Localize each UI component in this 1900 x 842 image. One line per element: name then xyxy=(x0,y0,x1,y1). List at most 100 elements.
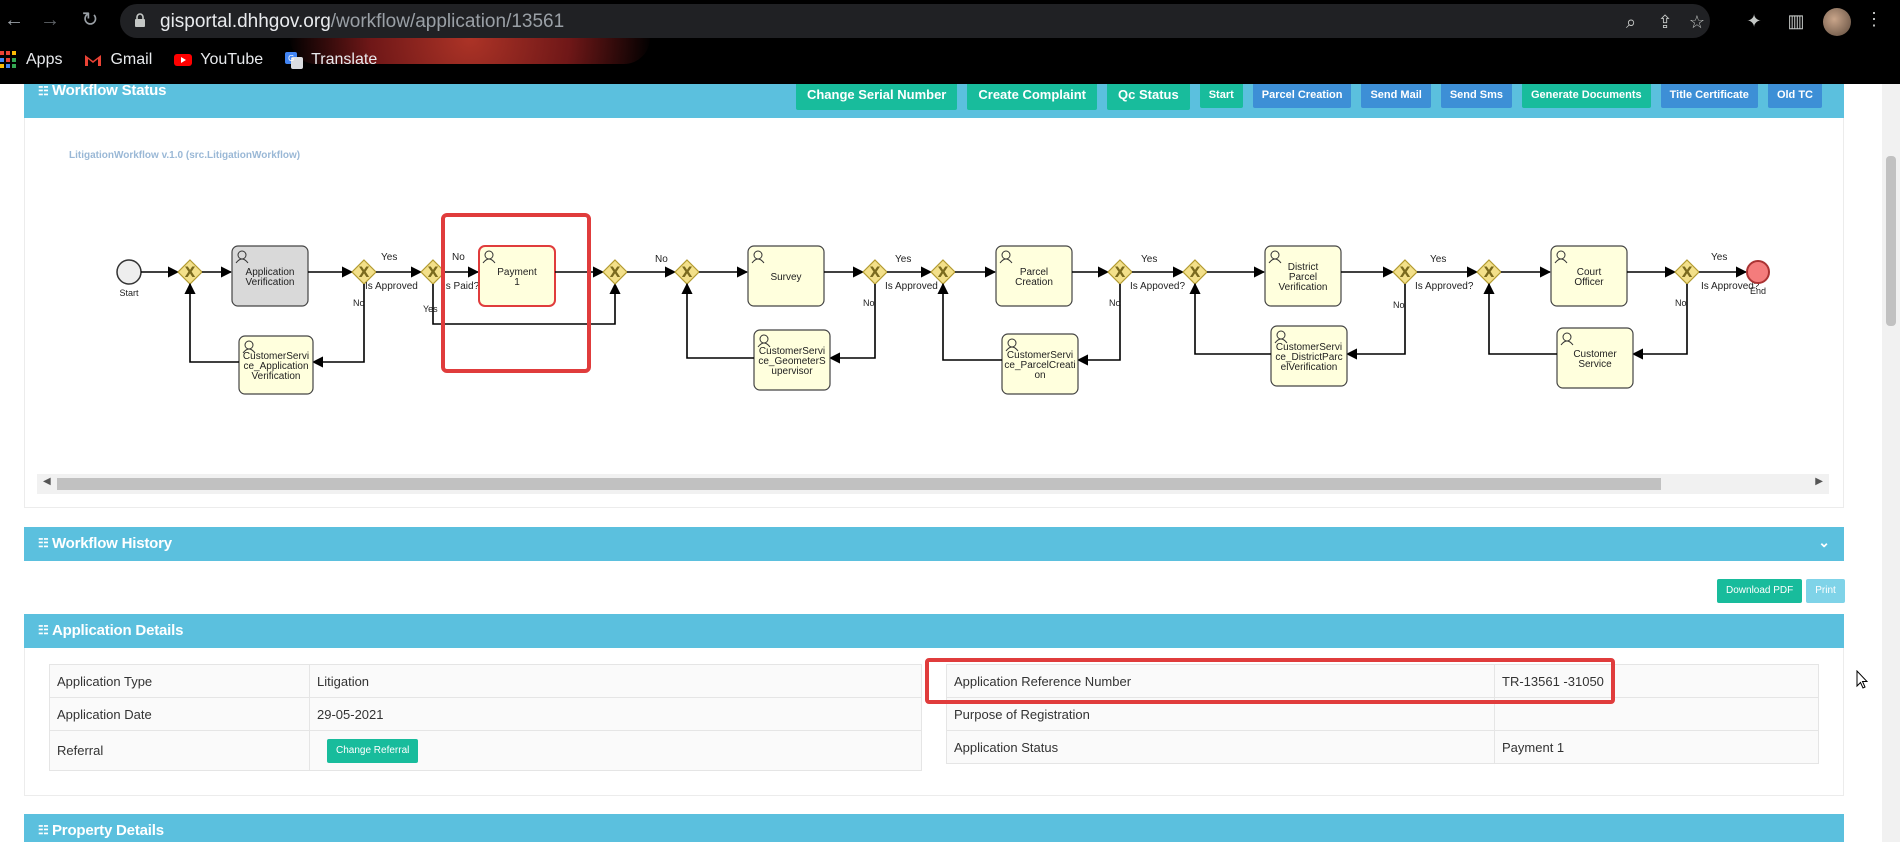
document-actions: Download PDF Print xyxy=(1717,579,1845,603)
panel-title: Workflow Status xyxy=(52,84,167,99)
workflow-button-create-complaint[interactable]: Create Complaint xyxy=(967,84,1098,110)
workflow-diagram-panel: LitigationWorkflow v.1.0 (src.Litigation… xyxy=(24,118,1844,508)
start-label: Start xyxy=(119,288,139,298)
task-cs-parcel-creation xyxy=(1001,333,1079,395)
end-event-icon xyxy=(1746,260,1770,284)
list-icon: ☷ xyxy=(38,536,49,550)
workflow-button-old-tc[interactable]: Old TC xyxy=(1767,84,1822,108)
change-referral-button[interactable]: Change Referral xyxy=(327,738,419,763)
gateway-x-icon: X xyxy=(870,265,881,281)
user-task-icon xyxy=(235,258,249,264)
print-button[interactable]: Print xyxy=(1806,579,1845,603)
scroll-left-icon[interactable]: ◀ xyxy=(43,476,51,487)
share-icon[interactable]: ⇪ xyxy=(1657,12,1673,32)
table-row: Referral Change Referral xyxy=(49,730,922,771)
workflow-button-parcel-creation[interactable]: Parcel Creation xyxy=(1252,84,1352,108)
task-cs-geometer-supervisor xyxy=(753,329,831,391)
flow-arrow xyxy=(681,282,754,359)
flow-label: No xyxy=(1109,298,1121,308)
flow-arrow xyxy=(432,282,621,325)
flow-label: No xyxy=(1393,300,1405,310)
back-icon[interactable]: ← xyxy=(4,9,24,31)
forward-icon[interactable]: → xyxy=(40,9,60,31)
gateway-x-icon: X xyxy=(1484,265,1495,281)
panel-title: Application Details xyxy=(52,622,184,639)
workflow-button-send-sms[interactable]: Send Sms xyxy=(1440,84,1512,108)
task-survey xyxy=(747,245,825,307)
workflow-button-send-mail[interactable]: Send Mail xyxy=(1361,84,1431,108)
menu-icon[interactable]: ⋮ xyxy=(1865,9,1883,29)
bookmark-youtube[interactable]: YouTube xyxy=(174,51,263,69)
flow-arrow xyxy=(184,282,239,363)
workflow-history-header[interactable]: ☷ Workflow History ⌄ xyxy=(24,527,1844,561)
bookmark-label: Apps xyxy=(26,51,63,68)
list-icon: ☷ xyxy=(38,823,49,837)
list-icon: ☷ xyxy=(38,623,49,637)
reload-icon[interactable]: ↻ xyxy=(81,9,99,31)
url-path: /workflow/application/13561 xyxy=(330,11,565,32)
gateway-x-icon: X xyxy=(185,265,196,281)
bookmark-translate[interactable]: G Translate xyxy=(285,51,377,69)
task-customer-service xyxy=(1556,327,1634,389)
bookmark-label: Translate xyxy=(311,51,378,68)
flow-label: No xyxy=(353,298,365,308)
gateway-x-icon: X xyxy=(610,265,621,281)
bookmarks-bar: Apps Gmail YouTube G Translate xyxy=(0,48,399,72)
address-bar[interactable]: gisportal.dhhgov.org/workflow/applicatio… xyxy=(120,4,1710,38)
task-court-officer xyxy=(1550,245,1628,307)
flow-arrow xyxy=(1345,284,1406,360)
tab-decoration xyxy=(290,38,650,64)
user-task-icon xyxy=(1560,340,1574,346)
flow-label: No xyxy=(1675,298,1687,308)
chevron-down-icon[interactable]: ⌄ xyxy=(1818,534,1830,550)
diagram-scrollbar[interactable]: ◀ ▶ xyxy=(37,474,1829,494)
extensions-icon[interactable]: ✦ xyxy=(1746,11,1762,31)
zoom-icon[interactable]: ⌕ xyxy=(1625,12,1637,32)
bookmark-gmail[interactable]: Gmail xyxy=(84,51,152,69)
flow-arrow xyxy=(1483,282,1557,355)
page-scroll-thumb[interactable] xyxy=(1886,156,1896,326)
url-text[interactable]: gisportal.dhhgov.org/workflow/applicatio… xyxy=(160,11,564,33)
workflow-button-qc-status[interactable]: Qc Status xyxy=(1107,84,1190,110)
row-value: Litigation xyxy=(309,664,922,698)
translate-icon: G xyxy=(285,52,304,69)
flow-arrow xyxy=(1076,284,1121,366)
user-task-icon xyxy=(1268,258,1282,264)
page-scrollbar[interactable] xyxy=(1882,84,1900,842)
download-pdf-button[interactable]: Download PDF xyxy=(1717,579,1803,603)
end-label: End xyxy=(1750,286,1766,296)
scroll-right-icon[interactable]: ▶ xyxy=(1815,476,1823,487)
workflow-button-start[interactable]: Start xyxy=(1199,84,1243,108)
reference-number-highlight xyxy=(925,658,1615,704)
task-cs-application-verification xyxy=(238,335,314,395)
side-panel-icon[interactable]: ▥ xyxy=(1787,11,1805,31)
flow-arrow xyxy=(937,282,1002,361)
gmail-icon xyxy=(85,55,102,66)
gateway-x-icon: X xyxy=(938,265,949,281)
flow-label: No xyxy=(863,298,875,308)
flow-label: Yes xyxy=(1711,252,1727,263)
user-task-icon xyxy=(1005,346,1019,352)
gateway-x-icon: X xyxy=(1190,265,1201,281)
avatar[interactable] xyxy=(1823,8,1851,36)
gateway-x-icon: X xyxy=(1682,265,1693,281)
row-label: Application Type xyxy=(49,664,310,698)
workflow-button-title-certificate[interactable]: Title Certificate xyxy=(1660,84,1758,108)
flow-arrow xyxy=(828,284,876,364)
bookmark-apps[interactable]: Apps xyxy=(0,51,62,69)
row-value: Payment 1 xyxy=(1494,730,1819,764)
flow-label: Is Appoved? xyxy=(1130,281,1185,292)
flow-label: Yes xyxy=(1141,254,1157,265)
scroll-thumb[interactable] xyxy=(57,478,1661,490)
table-row: Application Status Payment 1 xyxy=(946,730,1819,764)
bookmark-star-icon[interactable]: ☆ xyxy=(1688,12,1706,32)
user-task-icon xyxy=(242,348,256,354)
workflow-button-generate-documents[interactable]: Generate Documents xyxy=(1522,84,1651,108)
workflow-button-change-serial-number[interactable]: Change Serial Number xyxy=(795,84,958,110)
